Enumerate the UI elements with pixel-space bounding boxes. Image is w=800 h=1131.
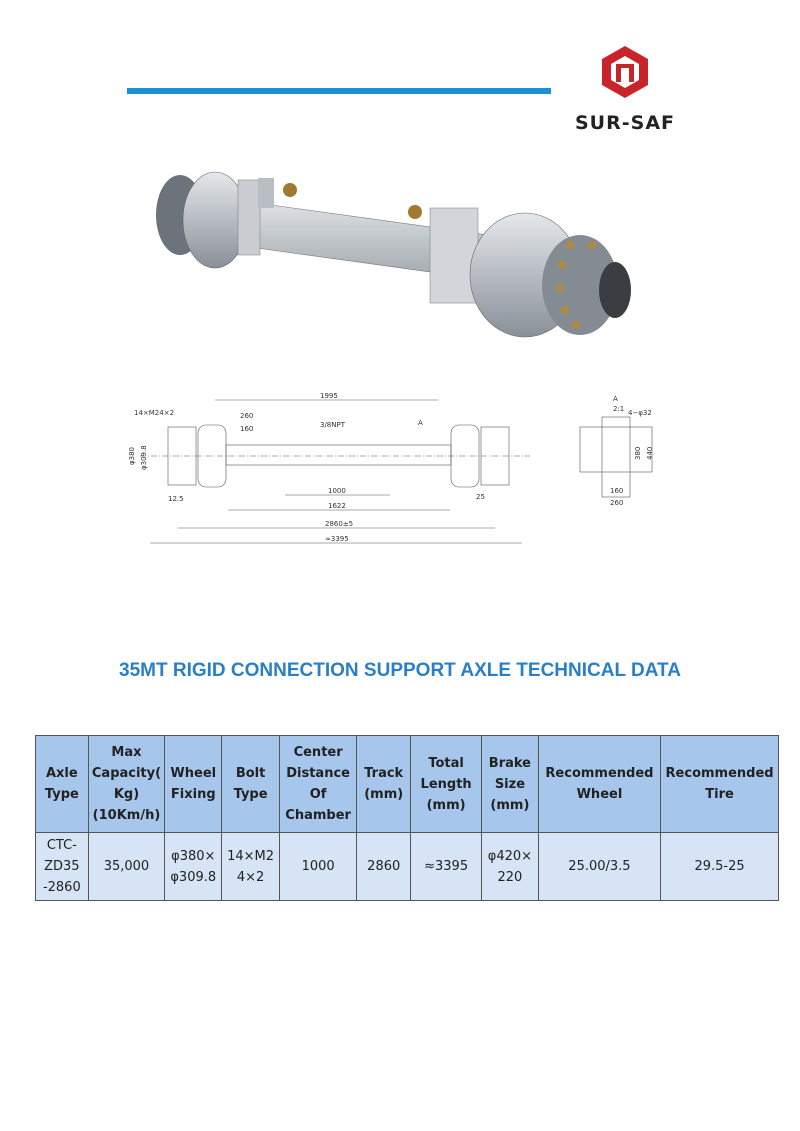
side-hole-label: 4−φ32	[628, 409, 652, 417]
column-header-line: (10Km/h)	[92, 808, 161, 823]
column-header-line: Center	[293, 745, 343, 760]
column-header: Track (mm)	[356, 735, 412, 833]
table-cell: 35,000	[87, 832, 166, 901]
table-row: CTC- ZD35 -2860 35,000 φ380× φ309.8 14×M2 4×2 10…	[35, 832, 779, 901]
brand-logo: SUR-SAF	[560, 42, 690, 142]
column-header-line: Total	[428, 755, 464, 771]
table-cell: ≈3395	[410, 832, 483, 901]
dim-12-5: 12.5	[168, 495, 184, 503]
column-header-line: Bolt	[235, 766, 266, 781]
column-header-line: Length	[420, 776, 472, 792]
brand-name: SUR-SAF	[575, 112, 675, 134]
table-cell-line: CTC-	[46, 838, 77, 853]
column-header-line: Type	[233, 787, 268, 802]
table-cell: 2860	[356, 832, 412, 901]
column-header-line: Chamber	[285, 808, 351, 823]
dim-1622: 1622	[328, 502, 346, 510]
dim-bolt-type: 14×M24×2	[134, 409, 174, 417]
table-cell-line: 35,000	[103, 859, 150, 874]
table-cell-line: 4×2	[236, 869, 265, 885]
column-header-line: Recommended	[545, 766, 654, 781]
table-cell-line: 2860	[367, 859, 401, 874]
table-cell-line: 14×M2	[227, 848, 275, 864]
column-header-line: Of	[309, 787, 327, 802]
column-header-line: Wheel	[170, 766, 217, 781]
dim-track: 2860±5	[325, 520, 353, 528]
column-header-line: Track	[364, 766, 404, 781]
dim-260: 260	[240, 412, 253, 420]
side-260: 260	[610, 499, 623, 507]
column-header-line: Capacity(	[91, 766, 162, 781]
column-header-line: Fixing	[170, 787, 216, 802]
column-header-line: (mm)	[490, 797, 530, 813]
column-header-line: Size	[494, 776, 526, 792]
table-cell-line: 25.00/3.5	[568, 859, 631, 874]
column-header-line: Type	[44, 787, 79, 802]
table-cell-line: 29.5-25	[694, 859, 745, 874]
section-title: 35MT RIGID CONNECTION SUPPORT AXLE TECHN…	[119, 660, 681, 681]
table-cell-line: 220	[497, 869, 523, 885]
header-rule	[127, 88, 551, 94]
column-header-line: Recommended	[665, 766, 774, 781]
table-cell: CTC- ZD35 -2860	[35, 832, 89, 901]
table-cell: 14×M2 4×2	[221, 832, 280, 901]
table-cell-line: φ420×	[487, 848, 533, 864]
hexagon-logo-icon	[602, 46, 648, 98]
column-header-line: Tire	[705, 787, 734, 802]
axle-technical-drawing: 1995 14×M24×2 260 160 3/8NPT A φ380 φ309…	[128, 392, 654, 544]
table-cell: 25.00/3.5	[537, 832, 662, 901]
column-header-line: Kg)	[113, 787, 140, 802]
dim-total: ≈3395	[325, 535, 349, 543]
column-header-line: Max	[111, 745, 142, 760]
table-cell-line: 1000	[301, 859, 335, 874]
column-header-line: Wheel	[576, 787, 623, 802]
axle-photo	[156, 171, 631, 338]
dim-25: 25	[476, 493, 485, 501]
dim-1995: 1995	[320, 392, 338, 400]
table-cell-line: ZD35	[44, 859, 80, 874]
column-header-line: Distance	[286, 766, 350, 781]
table-cell: 29.5-25	[660, 832, 779, 901]
table-cell-line: φ380×	[171, 848, 216, 864]
dim-phi380: φ380	[128, 447, 136, 465]
side-scale-label: 2:1	[613, 405, 624, 413]
table-cell: 1000	[278, 832, 358, 901]
table-cell: φ420× 220	[481, 832, 539, 901]
column-header-line: (mm)	[364, 787, 404, 802]
table-cell-line: φ309.8	[170, 869, 217, 885]
dim-section-a: A	[418, 419, 423, 427]
side-440: 440	[646, 447, 654, 460]
dim-npt: 3/8NPT	[320, 421, 346, 429]
table-cell-line: -2860	[42, 880, 81, 895]
table-cell: φ380× φ309.8	[164, 832, 223, 901]
dim-1000: 1000	[328, 487, 346, 495]
column-header-line: Axle	[45, 766, 78, 781]
side-380: 380	[634, 447, 642, 460]
dim-160: 160	[240, 425, 253, 433]
side-160: 160	[610, 487, 623, 495]
table-cell-line: ≈3395	[424, 859, 469, 874]
column-header-line: Brake	[488, 755, 532, 771]
column-header-line: (mm)	[426, 797, 466, 813]
dim-phi309: φ309.8	[140, 445, 148, 470]
side-a-label: A	[613, 395, 618, 403]
